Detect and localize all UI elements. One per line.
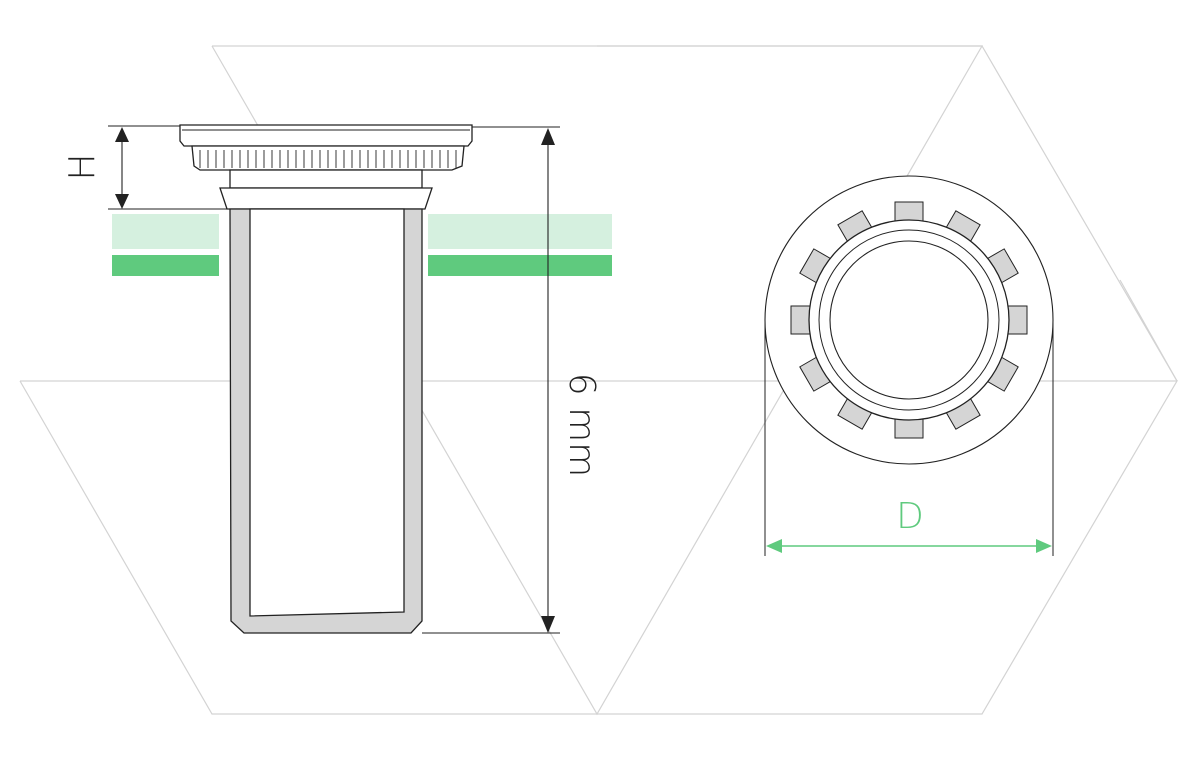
sheet-material — [112, 214, 612, 276]
d-arrow-left — [766, 539, 782, 553]
bg-line-right-edge — [1119, 279, 1178, 382]
rivet-flange — [179, 124, 473, 147]
dimension-length — [422, 126, 560, 634]
knurl-lines — [199, 150, 457, 168]
bg-triangle-top-right — [597, 45, 1178, 382]
h-arrow-bottom — [115, 194, 129, 209]
sheet-left-upper — [112, 214, 219, 249]
rivet-top-view — [764, 175, 1054, 465]
d-arrow-right — [1036, 539, 1052, 553]
dimension-d — [764, 318, 1054, 556]
length-label: 6 mm — [561, 373, 602, 477]
rivet-side-view — [179, 124, 473, 634]
bore-circle — [829, 240, 989, 400]
rivet-neck — [229, 169, 423, 189]
length-arrow-top — [541, 128, 555, 145]
sheet-right-upper — [428, 214, 612, 249]
rivet-collar — [219, 187, 433, 210]
diameter-label: D — [896, 496, 924, 537]
knurl-teeth — [790, 201, 1028, 439]
rivet-bore — [249, 208, 405, 617]
h-arrow-top — [115, 127, 129, 142]
sheet-left-lower — [112, 255, 219, 276]
dimension-h — [108, 125, 228, 210]
sheet-right-lower — [428, 255, 612, 276]
length-arrow-bottom — [541, 616, 555, 633]
height-label: H — [62, 153, 103, 180]
